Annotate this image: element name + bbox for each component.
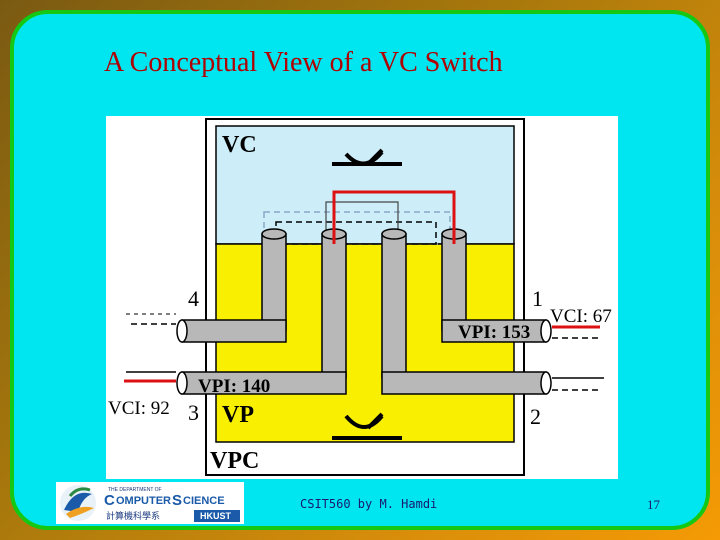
logo-letter-s: S <box>172 492 182 509</box>
port-3-label: 3 <box>188 400 199 425</box>
pipe-vertical-4 <box>441 233 467 331</box>
department-logo: THE DEPARTMENT OF C OMPUTER S CIENCE 計算機… <box>56 482 244 524</box>
pipe-port-2 <box>381 371 547 395</box>
external-lines <box>124 313 604 391</box>
vci-out-label: VCI: 67 <box>550 306 612 327</box>
logo-line1: THE DEPARTMENT OF <box>108 487 162 493</box>
pipes <box>176 228 552 395</box>
logo-word2: CIENCE <box>183 495 225 507</box>
vc-switch-symbol <box>332 148 402 166</box>
vpi-out-label: VPI: 153 <box>458 322 530 343</box>
page-number: 17 <box>647 497 660 512</box>
logo-hkust: HKUST <box>200 511 232 521</box>
vc-region <box>215 125 515 245</box>
vp-region <box>215 243 515 443</box>
vci-in-label: VCI: 92 <box>108 398 170 419</box>
vp-switch-symbol <box>332 412 402 440</box>
vp-label: VP <box>222 402 254 428</box>
slide: A Conceptual View of a VC Switch <box>10 10 710 530</box>
port-1-label: 1 <box>532 286 543 311</box>
logo-hkust-box <box>194 510 240 522</box>
logo-letter-c: C <box>104 492 115 509</box>
logo-word1: OMPUTER <box>116 495 171 507</box>
vpc-label: VPC <box>210 448 259 474</box>
vc-switch-diagram: VC VP VPC 4 1 3 2 VCI: 92 VCI: 67 VPI: 1… <box>106 116 618 479</box>
vpi-in-label: VPI: 140 <box>198 376 270 397</box>
footer-text: CSIT560 by M. Hamdi <box>300 497 438 511</box>
slide-title: A Conceptual View of a VC Switch <box>104 47 503 78</box>
logo-emblem <box>60 485 96 521</box>
vc-label: VC <box>222 132 257 158</box>
pipe-vertical-3 <box>381 233 407 379</box>
pipe-vertical-1 <box>261 233 287 331</box>
logo-chinese: 計算機科學系 <box>106 510 160 522</box>
vc-red-path <box>332 190 456 244</box>
port-2-label: 2 <box>530 404 541 429</box>
port-4-label: 4 <box>188 286 199 311</box>
pipe-vertical-2 <box>321 233 347 379</box>
